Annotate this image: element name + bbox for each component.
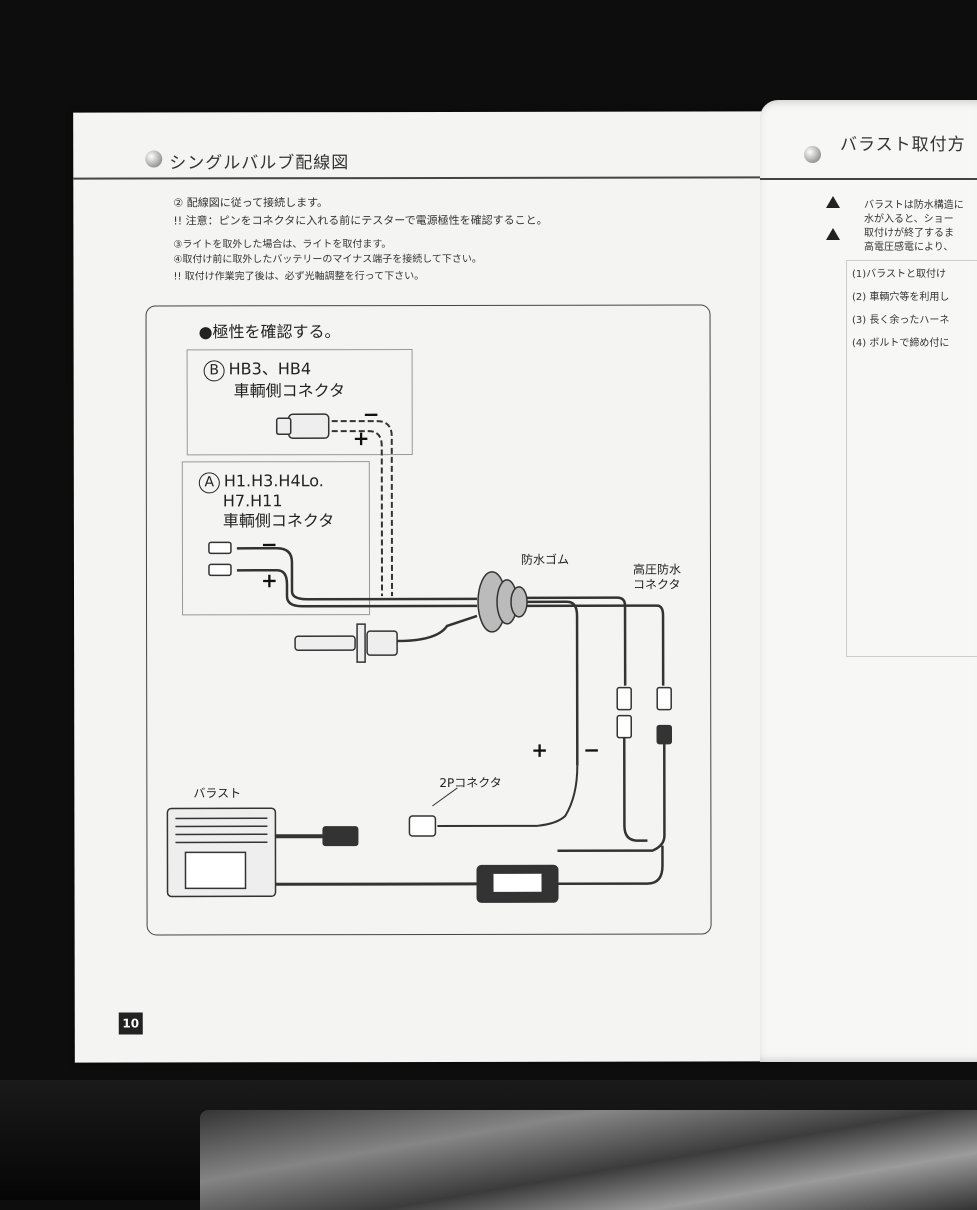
- instruction-2: !! 注意：ピンをコネクタに入れる前にテスターで電源極性を確認すること。: [173, 212, 547, 229]
- warning-3: 取付けが終了するま: [864, 224, 954, 239]
- instruction-1: ② 配線図に従って接続します。: [173, 194, 328, 210]
- hv-wire-left: [624, 738, 647, 841]
- two-pin-wire: [437, 766, 577, 826]
- instruction-4: ④取付け前に取外したバッテリーのマイナス端子を接続して下さい。: [173, 250, 481, 266]
- a-connector-wires: [237, 548, 477, 606]
- hv-wires: [527, 598, 663, 766]
- right-section-title: バラスト取付方: [840, 130, 966, 155]
- section-title: シングルバルブ配線図: [169, 148, 349, 173]
- ballast-power-plug-icon: [322, 826, 358, 846]
- bulb-wire: [397, 616, 477, 641]
- b-connector-wires: [323, 421, 392, 596]
- warning-2: 水が入ると、ショー: [864, 210, 954, 225]
- igniter-icon: [477, 866, 557, 902]
- warning-1: バラストは防水構造に: [864, 196, 964, 211]
- two-pin-connector-icon: [409, 816, 435, 836]
- title-divider: [73, 176, 785, 179]
- plastic-bag: [200, 1110, 977, 1210]
- hid-bulb-icon: [295, 624, 397, 662]
- right-steps-frame: [846, 260, 977, 657]
- instruction-3: ③ライトを取外した場合は、ライトを取付ます。: [173, 235, 391, 250]
- ballast-icon: [167, 808, 275, 896]
- right-title-divider: [760, 178, 977, 180]
- warning-4: 高電圧感電により、: [864, 238, 953, 253]
- waterproof-rubber-icon: [478, 572, 527, 632]
- page-number: 10: [119, 1013, 143, 1035]
- a-terminal-icon: [209, 542, 231, 575]
- b-connector-plug-icon: [277, 414, 329, 438]
- instruction-5: !! 取付け作業完了後は、必ず光軸調整を行って下さい。: [173, 267, 424, 282]
- warning-icon: [826, 228, 840, 240]
- two-pin-leader: [432, 788, 457, 806]
- right-section-bullet-icon: [804, 146, 821, 163]
- wiring-drawing: [147, 306, 711, 935]
- section-bullet-icon: [145, 150, 162, 167]
- warning-icon: [826, 196, 840, 208]
- manual-page-right: バラスト取付方 バラストは防水構造に 水が入ると、ショー 取付けが終了するま 高…: [760, 100, 977, 1062]
- hv-connector-icon: [617, 688, 671, 744]
- manual-page-left: シングルバルブ配線図 ② 配線図に従って接続します。 !! 注意：ピンをコネクタ…: [73, 111, 787, 1062]
